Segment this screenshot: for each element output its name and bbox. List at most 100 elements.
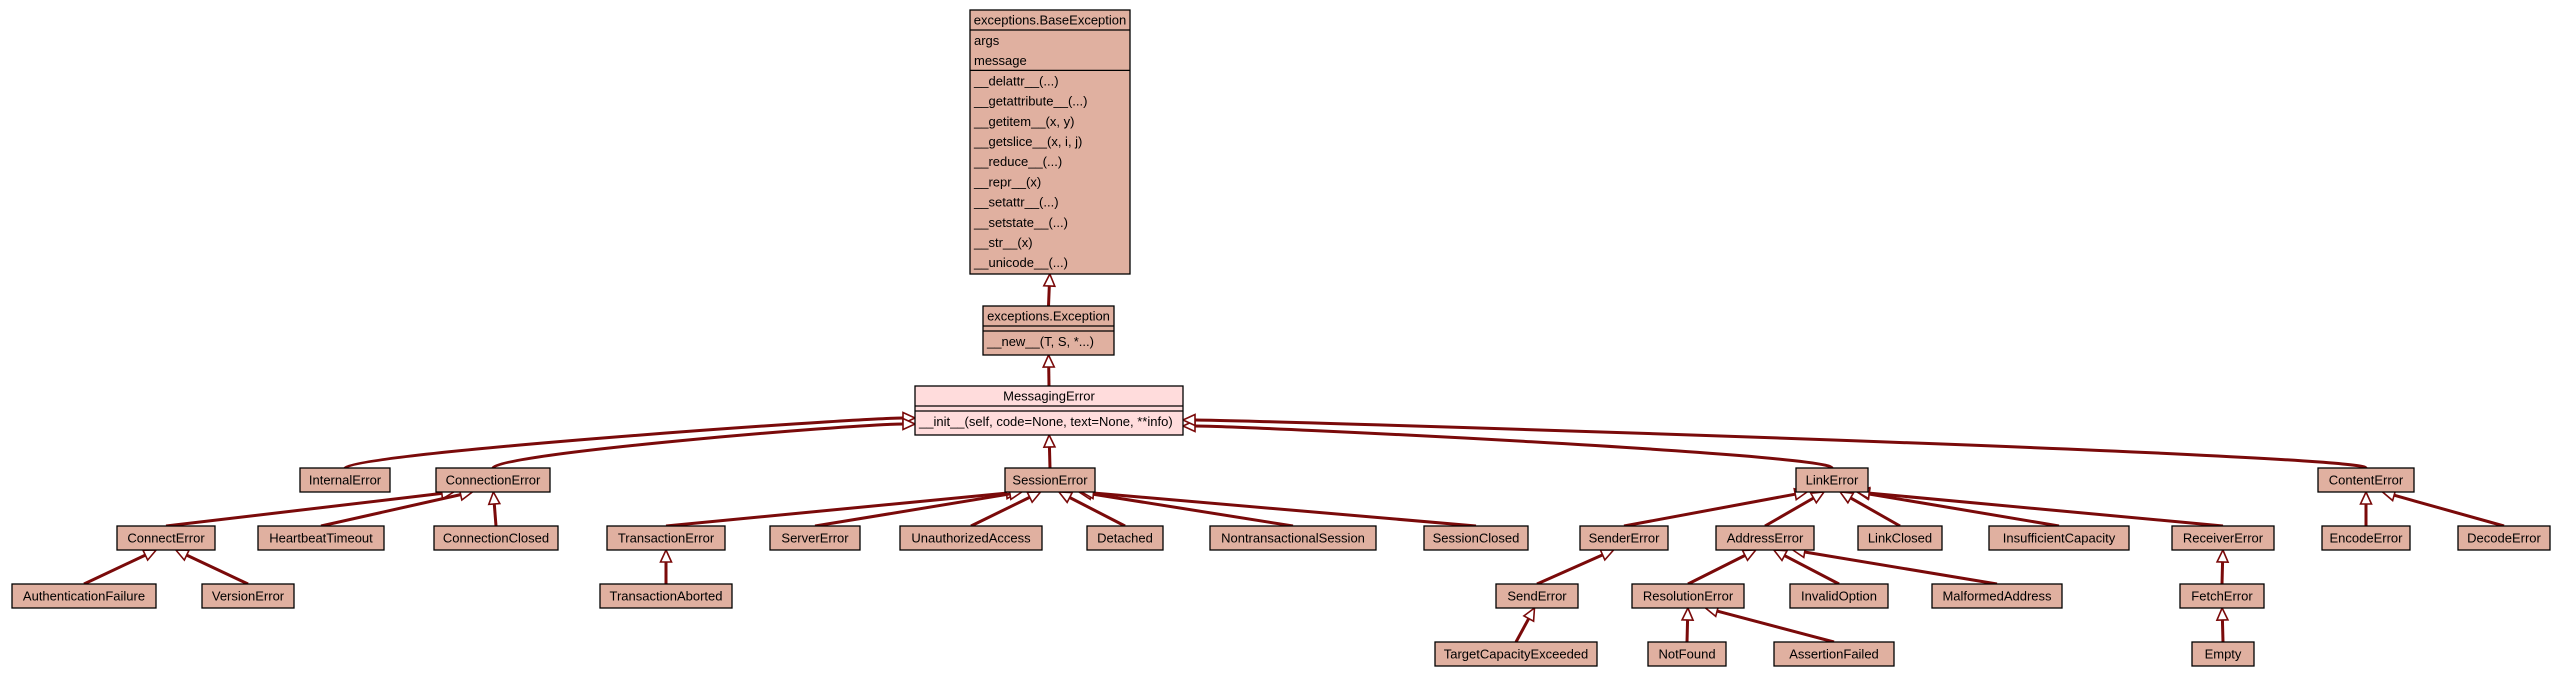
class-node-connect[interactable]: ConnectError [116,525,216,551]
class-node-server[interactable]: ServerError [769,525,861,551]
class-node-send[interactable]: SendError [1495,583,1579,609]
class-box [599,583,733,609]
edge-line [1514,617,1531,643]
class-title: exceptions.Exception [987,309,1110,324]
class-node-invalid[interactable]: InvalidOption [1789,583,1889,609]
class-node-empty[interactable]: Empty [2191,641,2255,667]
class-node-content[interactable]: ContentError [2317,467,2415,493]
class-box [969,9,1131,275]
method-text: __delattr__(...) [973,73,1059,88]
edge-line [320,493,461,528]
inheritance-arrowhead [1026,491,1043,504]
class-node-transaction[interactable]: TransactionError [606,525,726,551]
inheritance-edge-messaging-to-exception [1041,353,1056,387]
class-title: EncodeError [2330,531,2404,546]
class-title: TargetCapacityExceeded [1444,647,1589,662]
class-node-assertion[interactable]: AssertionFailed [1773,641,1895,667]
method-text: __init__(self, code=None, text=None, **i… [918,414,1173,429]
class-node-insufficient[interactable]: InsufficientCapacity [1988,525,2130,551]
class-title: FetchError [2191,589,2253,604]
class-node-authfail[interactable]: AuthenticationFailure [11,583,157,609]
class-node-fetch[interactable]: FetchError [2179,583,2265,609]
inheritance-arrowhead [141,549,158,562]
class-title: AuthenticationFailure [23,589,145,604]
class-node-encode[interactable]: EncodeError [2321,525,2411,551]
inheritance-arrowhead [487,490,502,506]
class-title: ConnectionClosed [443,531,549,546]
class-box [1773,641,1895,667]
class-node-aborted[interactable]: TransactionAborted [599,583,733,609]
class-node-connection[interactable]: ConnectionError [435,467,551,493]
class-node-exception[interactable]: exceptions.Exception __new__(T, S, *...) [982,305,1115,356]
class-box [201,583,295,609]
method-text: __repr__(x) [973,174,1041,189]
class-title: AssertionFailed [1789,647,1879,662]
class-node-session[interactable]: SessionError [1004,467,1096,493]
class-nodes: exceptions.BaseExceptionargsmessage__del… [11,9,2551,667]
inheritance-edge-notfound-to-resolution [1680,606,1695,643]
edge-line [2393,493,2505,528]
inheritance-arrowhead [1838,491,1855,505]
class-node-link[interactable]: LinkError [1795,467,1869,493]
class-box [2317,467,2415,493]
class-box [2171,525,2275,551]
edge-line [1047,285,1051,307]
class-title: SendError [1507,589,1567,604]
inheritance-edge-version-to-connect [174,549,249,586]
class-node-detached[interactable]: Detached [1086,525,1164,551]
class-title: UnauthorizedAccess [911,531,1031,546]
class-node-notfound[interactable]: NotFound [1647,641,1727,667]
edge-line [1804,550,1998,586]
class-box [11,583,157,609]
method-text: __unicode__(...) [973,255,1068,270]
class-node-receiver[interactable]: ReceiverError [2171,525,2275,551]
class-node-unauthorized[interactable]: UnauthorizedAccess [899,525,1043,551]
class-node-sender[interactable]: SenderError [1579,525,1669,551]
inheritance-arrowhead [902,417,917,431]
class-title: TransactionAborted [610,589,723,604]
inheritance-edge-connection-to-messaging [491,417,917,470]
method-text: __new__(T, S, *...) [986,334,1094,349]
class-box [1795,467,1869,493]
class-node-connclosed[interactable]: ConnectionClosed [433,525,559,551]
class-title: InvalidOption [1801,589,1877,604]
edge-line [2220,561,2225,585]
inheritance-arrowhead [1522,606,1536,623]
edge-line [1090,492,1294,528]
method-text: __getitem__(x, y) [973,114,1074,129]
class-node-sessclosed[interactable]: SessionClosed [1423,525,1529,551]
inheritance-edges [83,272,2505,644]
method-text: __str__(x) [973,235,1033,250]
inheritance-arrowhead [1599,549,1616,562]
class-node-base[interactable]: exceptions.BaseExceptionargsmessage__del… [969,9,1131,275]
class-node-heartbeat[interactable]: HeartbeatTimeout [257,525,385,551]
class-title: ResolutionError [1643,589,1734,604]
edge-line [1868,492,2060,528]
class-node-malformed[interactable]: MalformedAddress [1931,583,2063,609]
edge-line [1093,491,1477,528]
class-node-linkclosed[interactable]: LinkClosed [1857,525,1943,551]
class-title: ServerError [781,531,849,546]
inheritance-edge-internal-to-messaging [343,411,917,470]
class-title: MalformedAddress [1942,589,2052,604]
class-node-decode[interactable]: DecodeError [2457,525,2551,551]
inheritance-arrowhead [2359,490,2373,505]
edge-line [1194,418,2368,470]
class-node-internal[interactable]: InternalError [299,467,391,493]
class-node-version[interactable]: VersionError [201,583,295,609]
inheritance-edge-session-to-messaging [1042,433,1057,469]
edge-line [1068,496,1126,528]
inheritance-arrowhead [1680,606,1695,621]
class-node-nontrans[interactable]: NontransactionalSession [1209,525,1377,551]
class-node-messaging[interactable]: MessagingError__init__(self, code=None, … [914,385,1184,436]
method-text: __getattribute__(...) [973,94,1087,109]
class-node-target[interactable]: TargetCapacityExceeded [1434,641,1598,667]
inheritance-edge-send-to-sender [1536,549,1616,586]
edge-line [1685,619,1690,643]
class-node-resolution[interactable]: ResolutionError [1631,583,1745,609]
class-title: SessionClosed [1433,531,1520,546]
inheritance-arrowhead [1741,549,1758,562]
class-node-address[interactable]: AddressError [1715,525,1815,551]
class-box [1715,525,1815,551]
